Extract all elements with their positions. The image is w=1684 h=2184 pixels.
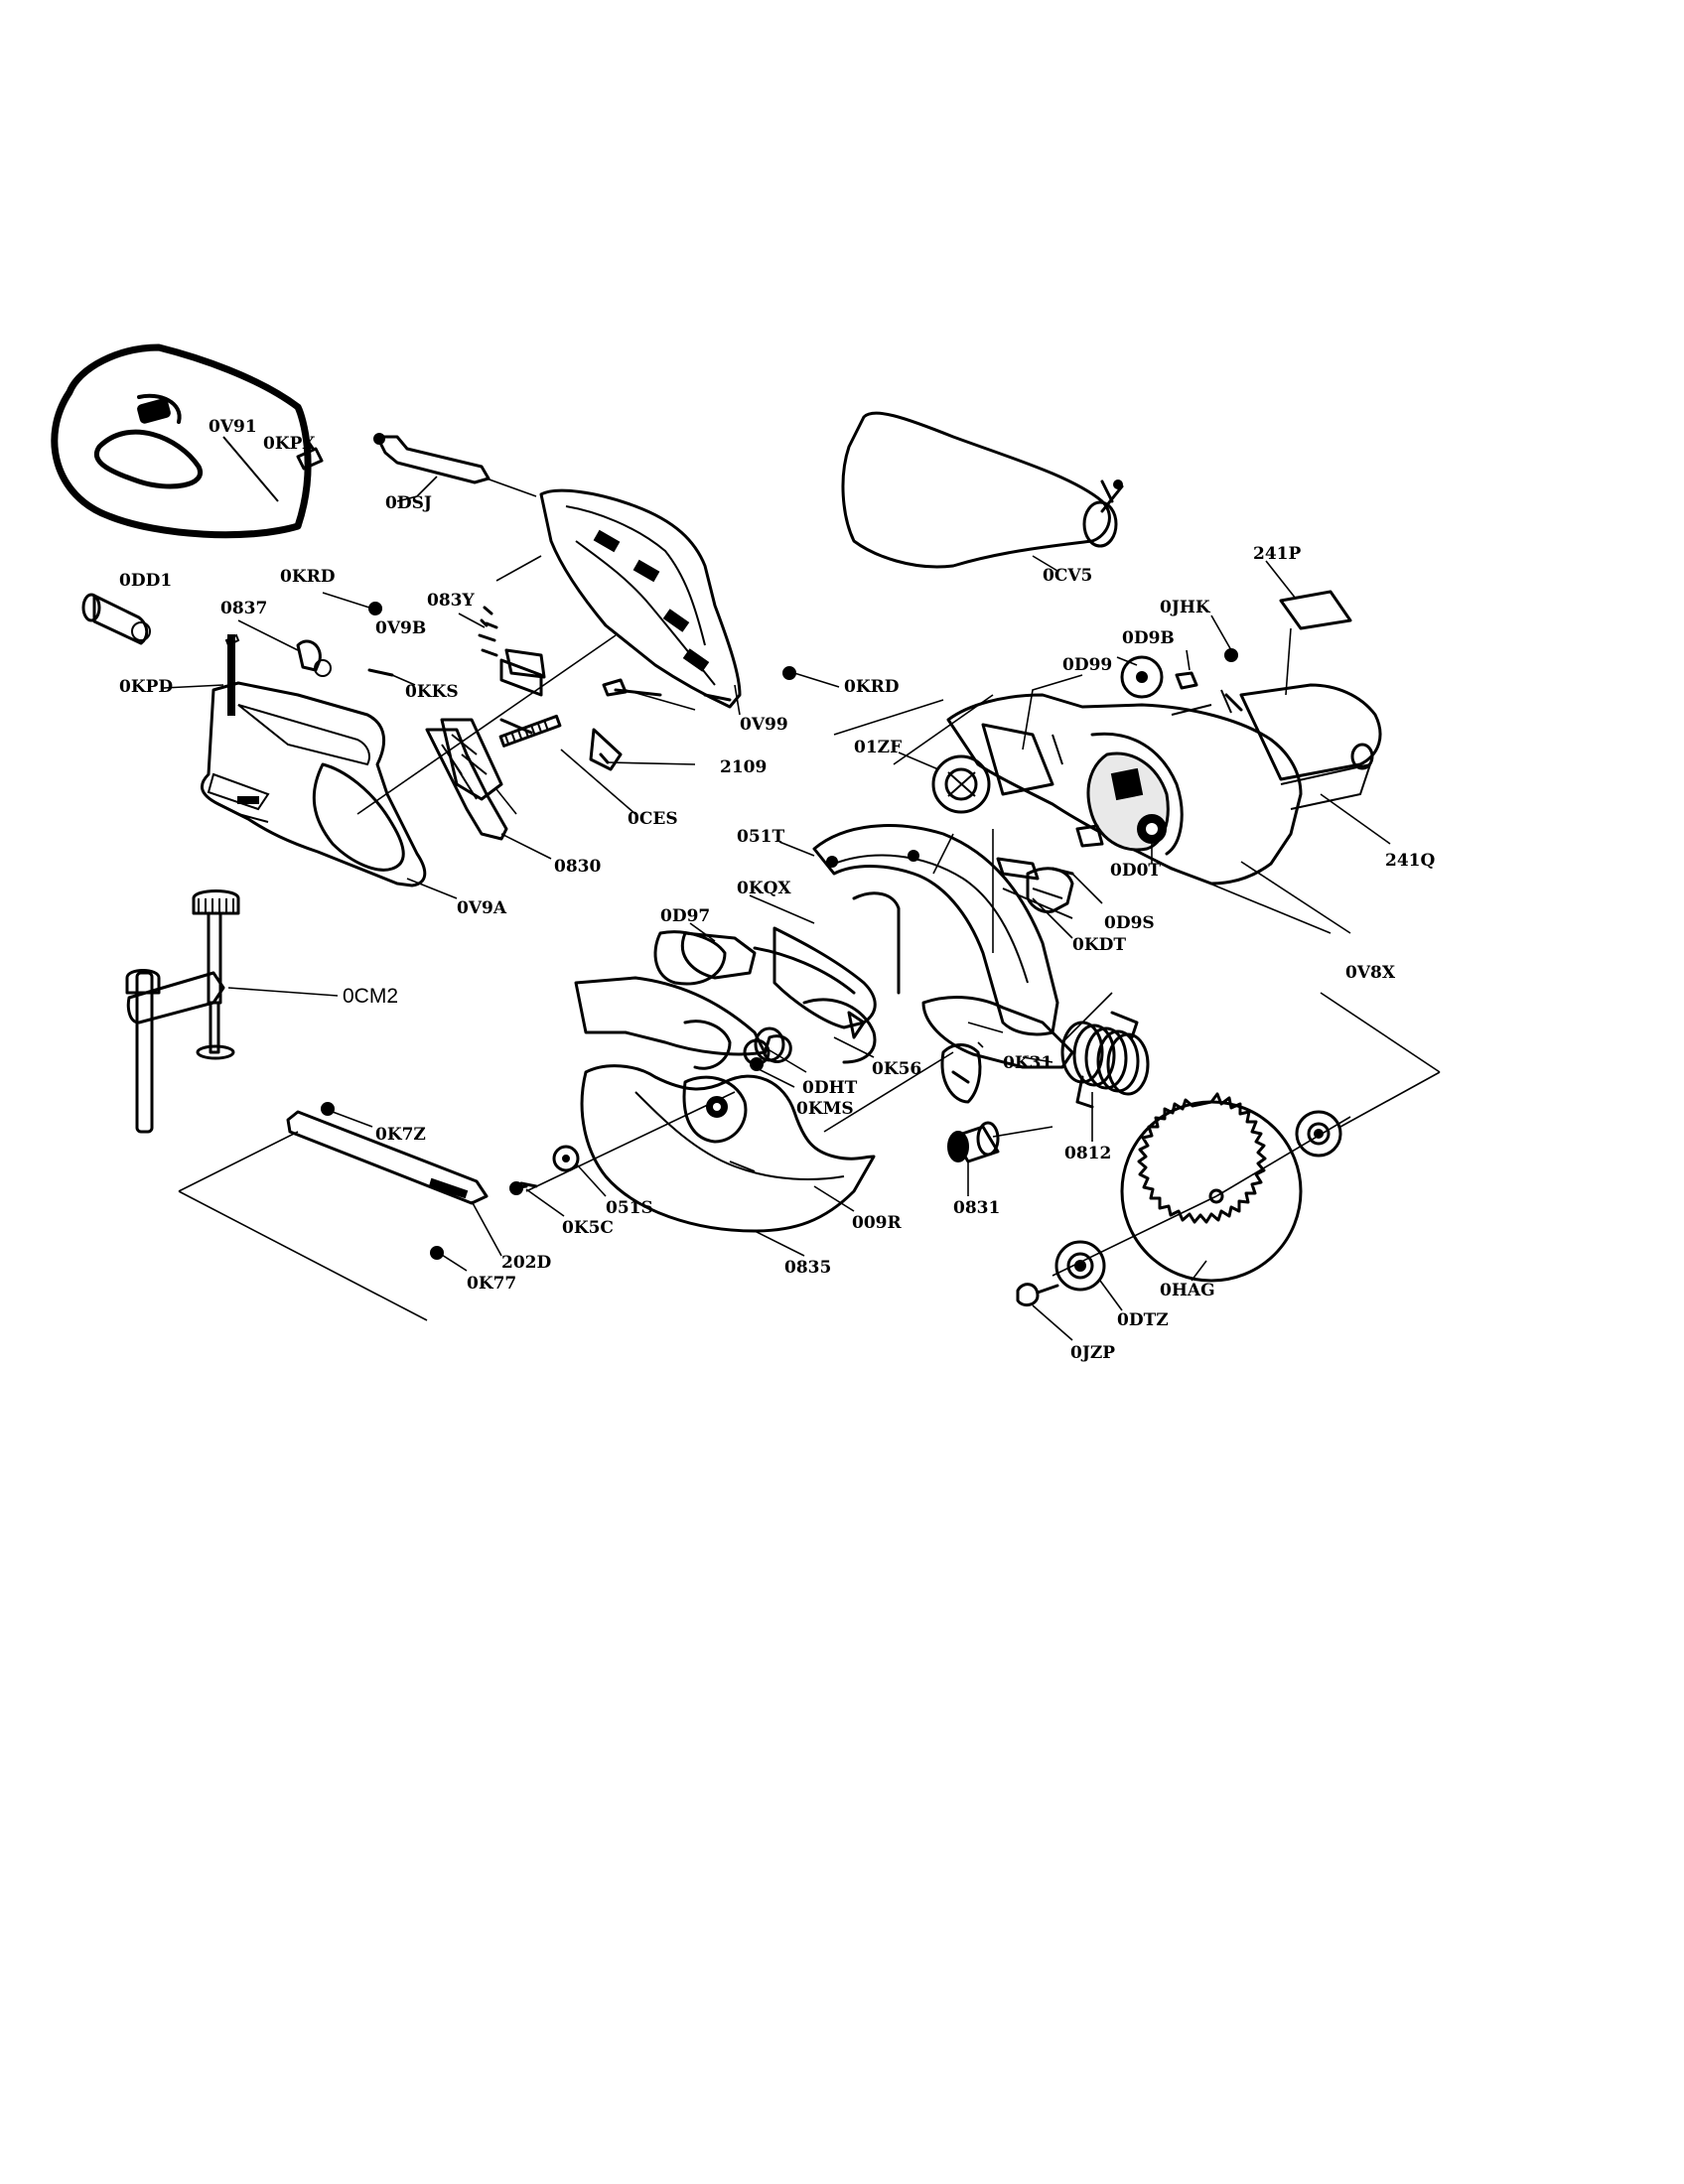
rod-label: 0DSJ xyxy=(385,493,432,513)
handle-grip-label: 0DD1 xyxy=(119,571,172,591)
label-plate-label: 241P xyxy=(1253,544,1301,564)
cord-label: 0V91 xyxy=(209,417,257,437)
dust-bag-cover xyxy=(841,411,1124,572)
part-0831-label: 0831 xyxy=(953,1198,1000,1218)
outer-washer xyxy=(1295,992,1441,1158)
part-0d97-label: 0D97 xyxy=(660,906,710,926)
part-241q-label: 241Q xyxy=(1385,851,1435,871)
part-083y-label: 083Y xyxy=(427,591,475,611)
part-0k56-label: 0K56 xyxy=(872,1059,921,1079)
screw-top-label: 0KRD xyxy=(280,567,336,587)
label-plate xyxy=(1265,560,1352,696)
cover-label: 0CV5 xyxy=(1043,566,1092,586)
part-0dtz-label: 0DTZ xyxy=(1117,1310,1169,1330)
power-cord xyxy=(51,343,312,539)
part-0v99-label: 0V99 xyxy=(740,715,788,735)
part-0835-label: 0835 xyxy=(784,1258,831,1278)
part-0jhk-label: 0JHK xyxy=(1160,598,1211,617)
part-051s-label: 051S xyxy=(606,1198,653,1218)
part-0k31-label: 0K31 xyxy=(1003,1053,1052,1073)
screw-right-label: 0KRD xyxy=(844,677,900,697)
rod-assembly xyxy=(373,433,537,502)
torsion-spring xyxy=(1060,1011,1150,1142)
lower-guard-parts xyxy=(683,996,1074,1104)
part-0837-label: 0837 xyxy=(220,599,267,618)
part-009r-label: 009R xyxy=(852,1213,902,1233)
small-parts-left xyxy=(163,592,543,716)
part-0kqx-label: 0KQX xyxy=(737,879,791,898)
arm-link xyxy=(178,1102,502,1321)
part-202d-label: 202D xyxy=(501,1253,551,1273)
switch-assembly xyxy=(589,666,840,771)
clamp-label: 0CM2 xyxy=(343,985,398,1008)
small-parts-center xyxy=(440,606,732,815)
part-0830-label: 0830 xyxy=(554,857,601,877)
guard-upper-label: 051T xyxy=(737,827,784,847)
part-0k77-label: 0K77 xyxy=(467,1274,516,1294)
handle-half-left xyxy=(200,681,458,899)
part-0d0t-label: 0D0T xyxy=(1110,861,1161,881)
part-0dht-label: 0DHT xyxy=(802,1078,858,1098)
spring-ces-label: 0CES xyxy=(628,809,678,829)
small-parts-top-right xyxy=(1116,614,1238,699)
part-012f-label: 01ZF xyxy=(854,738,902,757)
handle-half-right xyxy=(539,488,742,709)
part-0p9b-label: 0D9B xyxy=(1122,628,1175,648)
washer-screw xyxy=(509,1091,736,1217)
lower-blade-guard xyxy=(580,1064,876,1257)
part-0d99-label: 0D99 xyxy=(1062,655,1112,675)
blade-flange xyxy=(1016,1240,1123,1341)
part-0v8x-label: 0V8X xyxy=(1345,963,1396,983)
part-0k5c-label: 0K5C xyxy=(562,1218,614,1238)
blade-label: 0HAG xyxy=(1160,1281,1215,1300)
part-0ks-label: 0KKS xyxy=(405,682,459,702)
handle-half-left-label: 0V9A xyxy=(457,898,507,918)
motor-housing xyxy=(931,674,1391,934)
switch-label: 2109 xyxy=(720,757,767,777)
upper-blade-guard xyxy=(778,824,1059,1036)
part-0kdt-label: 0KDT xyxy=(1072,935,1126,955)
screw-left-label: 0KPD xyxy=(119,677,173,697)
part-0k7z-label: 0K7Z xyxy=(375,1125,426,1145)
part-0jzp-label: 0JZP xyxy=(1070,1343,1115,1363)
guard-linkage xyxy=(574,894,877,1064)
saw-blade xyxy=(1052,1092,1351,1283)
part-0v9b-label: 0V9B xyxy=(375,618,426,638)
brush-parts xyxy=(996,857,1103,939)
part-0d9s-label: 0D9S xyxy=(1104,913,1155,933)
bushing-0831 xyxy=(947,1121,1053,1196)
assembly-lines xyxy=(356,555,1332,1133)
part-0kms-label: 0KMS xyxy=(796,1099,854,1119)
strain-relief-label: 0KPX xyxy=(263,434,316,454)
part-0812-label: 0812 xyxy=(1064,1144,1111,1163)
handle-grip xyxy=(81,593,151,645)
work-clamp xyxy=(125,889,339,1134)
